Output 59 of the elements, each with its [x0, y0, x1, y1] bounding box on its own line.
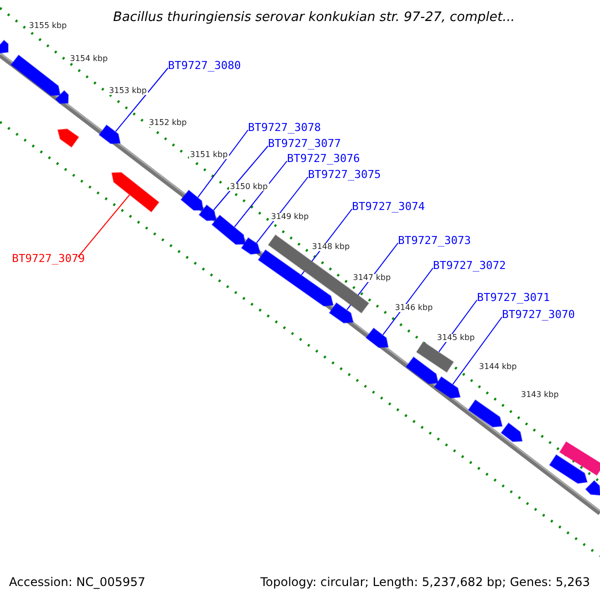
gene-feature — [212, 214, 246, 245]
tick-label: 3149 kbp — [270, 213, 310, 221]
gene-label: BT9727_3079 — [12, 253, 85, 264]
gene-feature — [328, 302, 354, 324]
leader-line — [78, 194, 130, 258]
tick-label: 3143 kbp — [520, 391, 560, 399]
tick-label: 3145 kbp — [436, 334, 476, 342]
gene-label: BT9727_3076 — [287, 153, 360, 164]
tick-label: 3150 kbp — [229, 183, 269, 191]
gene-label: BT9727_3074 — [352, 201, 425, 212]
gene-label: BT9727_3073 — [398, 235, 471, 246]
title: Bacillus thuringiensis serovar konkukian str. 97-27, complet... — [112, 11, 516, 24]
gene-feature — [416, 341, 454, 373]
gene-label: BT9727_3078 — [248, 122, 321, 133]
gene-feature — [111, 172, 160, 212]
gene-label: BT9727_3071 — [477, 292, 550, 303]
leader-line — [213, 146, 268, 210]
tick-label: 3155 kbp — [28, 22, 68, 30]
gene-feature — [340, 288, 370, 314]
tick-label: 3154 kbp — [69, 55, 109, 63]
tick-label: 3144 kbp — [478, 363, 518, 371]
gene-feature — [241, 237, 261, 255]
tick-label: 3148 kbp — [311, 243, 351, 251]
leader-line — [115, 68, 168, 132]
gene-feature — [559, 441, 600, 476]
gene-feature — [468, 399, 503, 428]
leader-line — [197, 130, 248, 198]
tick-label: 3147 kbp — [352, 274, 392, 282]
tick-label: 3151 kbp — [189, 151, 229, 159]
gene-label: BT9727_3072 — [433, 260, 506, 271]
gene-feature — [57, 128, 80, 148]
gene-feature — [366, 328, 389, 348]
leader-line — [438, 300, 478, 352]
gene-label: BT9727_3075 — [308, 169, 381, 180]
footer-text: Topology: circular; Length: 5,237,682 bp; Genes: 5,263 — [260, 576, 590, 588]
gene-feature — [406, 356, 439, 384]
gene-feature — [0, 40, 8, 54]
tick-label: 3152 kbp — [148, 119, 188, 127]
gene-feature — [549, 454, 588, 484]
gene-feature — [55, 90, 69, 104]
leader-line — [256, 176, 308, 244]
gene-feature — [180, 190, 204, 211]
gene-feature — [585, 480, 600, 496]
gene-label: BT9727_3080 — [168, 60, 241, 71]
leader-line — [382, 268, 434, 336]
gene-feature — [500, 422, 523, 442]
gene-feature — [10, 54, 61, 96]
gene-feature — [434, 376, 461, 399]
gene-label: BT9727_3070 — [502, 309, 575, 320]
gene-label: BT9727_3077 — [268, 138, 341, 149]
gene-feature — [258, 249, 334, 306]
gene-feature — [198, 204, 217, 221]
leader-line — [234, 160, 288, 228]
gene-feature — [98, 124, 121, 144]
footer-text: Accession: NC_005957 — [9, 576, 146, 588]
tick-label: 3153 kbp — [108, 87, 148, 95]
leader-line — [452, 316, 502, 385]
tick-label: 3146 kbp — [394, 304, 434, 312]
gene-feature — [268, 234, 350, 299]
